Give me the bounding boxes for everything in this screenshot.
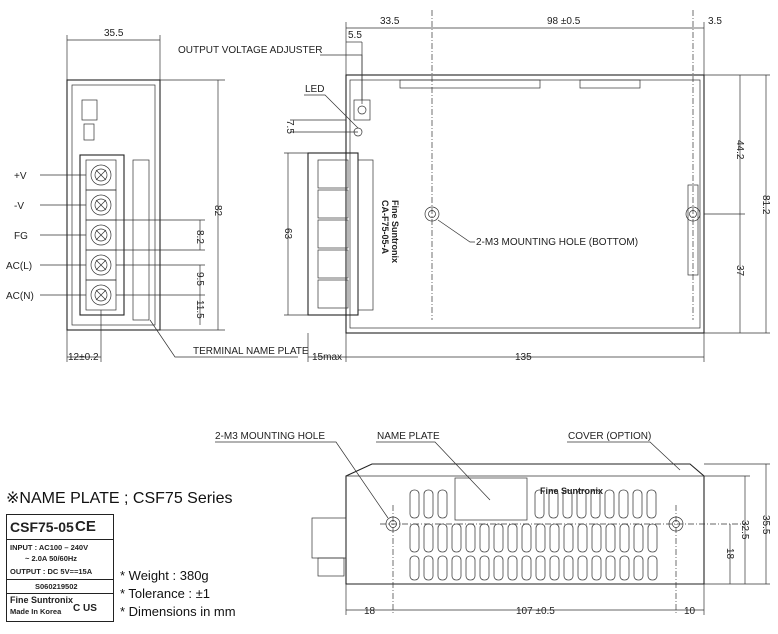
right-dim-37: 37 <box>734 265 745 277</box>
nameplate-input-1: INPUT : AC100 – 240V <box>10 543 89 552</box>
side-dim-32-5: 32.5 <box>739 520 750 540</box>
front-height-dim: 82 <box>212 205 223 217</box>
nameplate-title: ※NAME PLATE ; CSF75 Series <box>6 490 233 507</box>
terminal-label-neg-v: -V <box>14 201 24 212</box>
vent-slots <box>409 489 658 581</box>
nameplate-serial: S060219502 <box>35 582 78 591</box>
side-dim-18: 18 <box>364 606 376 617</box>
nameplate-origin: Made In Korea <box>10 607 62 616</box>
terminal-label-pos-v: +V <box>14 171 27 182</box>
cover-option-callout: COVER (OPTION) <box>568 431 651 442</box>
side-dim-10: 10 <box>684 606 696 617</box>
pitch-dim-1: 8.2 <box>194 230 205 244</box>
output-voltage-adjuster-callout: OUTPUT VOLTAGE ADJUSTER <box>178 45 322 56</box>
top-dim-33-5: 33.5 <box>380 16 400 27</box>
nameplate-model: CSF75-05 <box>10 519 74 535</box>
pcb-brand: Fine Suntronix <box>390 200 400 263</box>
front-width-dim: 35.5 <box>104 28 124 39</box>
mounting-hole-callout: 2-M3 MOUNTING HOLE <box>215 431 325 442</box>
terminal-label-ac-n: AC(N) <box>6 291 34 302</box>
right-dim-44-2: 44.2 <box>734 140 745 160</box>
adjuster-dim: 5.5 <box>348 30 362 41</box>
pitch-dim-2: 9.5 <box>194 272 205 286</box>
terminal-label-ac-l: AC(L) <box>6 261 32 272</box>
side-brand: Fine Suntronix <box>540 486 603 496</box>
name-plate-callout: NAME PLATE <box>377 431 440 442</box>
front-offset-dim: 12±0.2 <box>68 352 99 363</box>
mounting-hole-bottom-callout: 2-M3 MOUNTING HOLE (BOTTOM) <box>476 237 638 248</box>
front-view: 35.5 +V -V FG AC(L) AC(N) 82 <box>6 28 309 363</box>
spec-weight: * Weight : 380g <box>120 568 209 583</box>
ul-mark-icon: C US <box>73 603 97 614</box>
led-callout: LED <box>305 84 324 95</box>
terminal-label-fg: FG <box>14 231 28 242</box>
nameplate-output: OUTPUT : DC 5V==15A <box>10 567 93 576</box>
pitch-dim-3: 11.5 <box>194 300 205 319</box>
right-dim-81-2: 81.2 <box>760 195 771 215</box>
spec-tolerance: * Tolerance : ±1 <box>120 586 211 601</box>
top-view: 33.5 98 ±0.5 3.5 5.5 OUTPUT VOLTAGE ADJU… <box>178 10 771 363</box>
side-dim-107: 107 ±0.5 <box>516 606 555 617</box>
spec-units: * Dimensions in mm <box>120 604 236 619</box>
side-dim-35-5: 35.5 <box>760 515 771 535</box>
side-view: Fine Suntronix 2-M3 MOUNTING HOLE NAME P… <box>215 431 771 617</box>
top-dim-3-5: 3.5 <box>708 16 722 27</box>
nameplate-maker: Fine Suntronix <box>10 595 73 605</box>
pcb-model: CA-F75-05-A <box>380 200 390 255</box>
front-terminal-screws <box>85 159 117 311</box>
ce-mark-icon: CE <box>75 518 96 535</box>
led-dim: 7.5 <box>284 120 295 134</box>
bottom-dim-135: 135 <box>515 352 532 363</box>
terminal-name-plate-callout: TERMINAL NAME PLATE <box>193 346 309 357</box>
nameplate-input-2: ~ 2.0A 50/60Hz <box>25 554 78 563</box>
nameplate-box: CSF75-05 CE INPUT : AC100 – 240V ~ 2.0A … <box>6 514 114 622</box>
term-height-dim: 63 <box>282 228 293 240</box>
side-dim-18-height: 18 <box>724 548 735 560</box>
top-dim-98: 98 ±0.5 <box>547 16 581 27</box>
bottom-dim-15max: 15max <box>312 352 342 363</box>
